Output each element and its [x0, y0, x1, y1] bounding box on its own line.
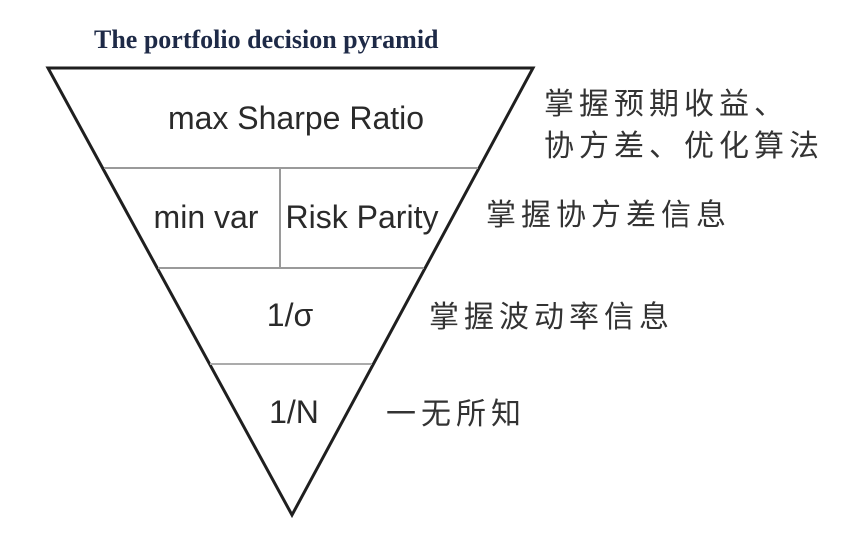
- annotation-level-2: 掌握协方差信息: [486, 199, 731, 232]
- level-label-one-over-n: 1/N: [269, 394, 319, 430]
- diagram-title: The portfolio decision pyramid: [94, 25, 439, 54]
- annotation-level-4: 一无所知: [386, 398, 526, 431]
- annotation-level-1: 掌握预期收益、 协方差、优化算法: [544, 84, 824, 168]
- annotation-level-1-line-1: 掌握预期收益、: [544, 88, 789, 121]
- level-label-min-var: min var: [153, 199, 259, 235]
- annotation-level-1-line-2: 协方差、优化算法: [544, 130, 824, 163]
- level-label-risk-parity: Risk Parity: [285, 199, 439, 235]
- level-label-max-sharpe-ratio: max Sharpe Ratio: [167, 100, 425, 136]
- annotation-level-3: 掌握波动率信息: [429, 301, 674, 334]
- level-label-inverse-sigma: 1/σ: [266, 297, 314, 333]
- pyramid-outline: [45, 66, 536, 519]
